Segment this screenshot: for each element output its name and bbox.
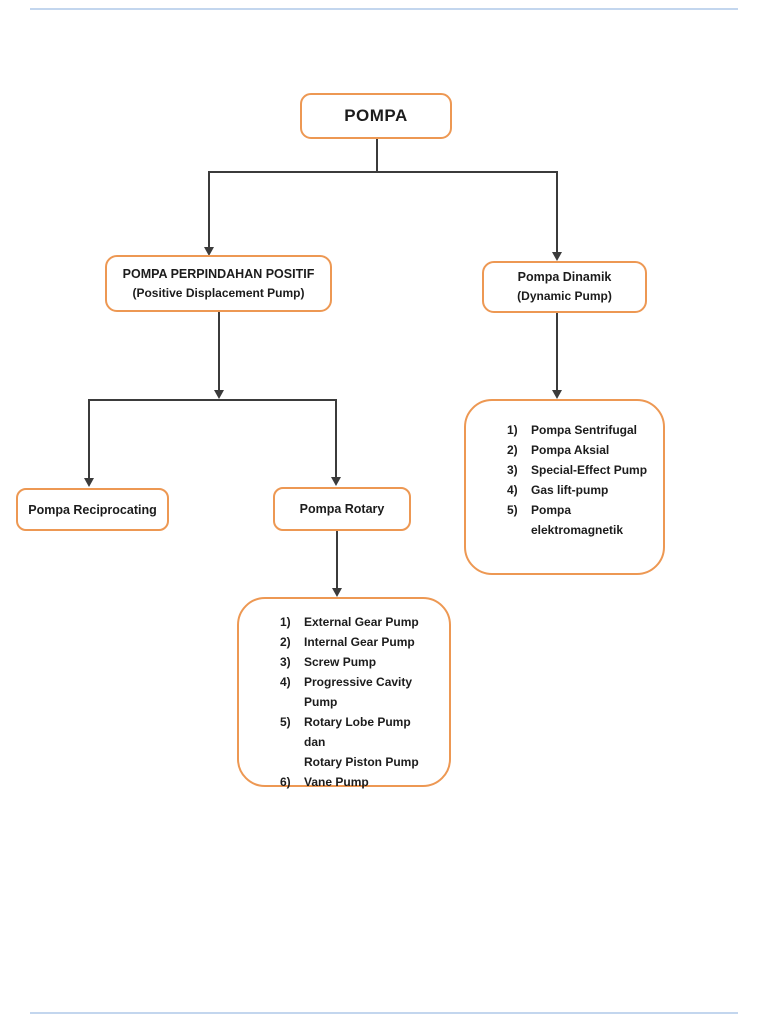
node-rotary-label: Pompa Rotary [299, 502, 385, 516]
page-top-rule [30, 8, 738, 10]
node-dynamic-title: Pompa Dinamik [517, 270, 612, 284]
dynamic-pump-types: 1)Pompa Sentrifugal 2)Pompa Aksial 3)Spe… [507, 420, 653, 540]
connector-to-dynamic [556, 171, 558, 252]
list-item: 2)Pompa Aksial [507, 443, 610, 457]
arrowhead-to-positive [204, 247, 214, 256]
dynamic-pump-types-list: 1)Pompa Sentrifugal 2)Pompa Aksial 3)Spe… [464, 399, 665, 575]
connector-root-down [376, 139, 378, 172]
connector-to-positive [208, 171, 210, 247]
list-item: 2)Internal Gear Pump [280, 635, 415, 649]
list-item: 1)External Gear Pump [280, 615, 419, 629]
connector-rotary-down [336, 531, 338, 588]
node-rotary: Pompa Rotary [273, 487, 411, 531]
list-item: 3)Screw Pump [280, 655, 377, 669]
arrowhead-to-rotary-list [332, 588, 342, 597]
page-bottom-rule [30, 1012, 738, 1014]
node-reciprocating: Pompa Reciprocating [16, 488, 169, 531]
connector-to-reciprocating [88, 399, 90, 478]
connector-to-rotary [335, 399, 337, 477]
list-item: 5)Rotary Lobe Pump dan Rotary Piston Pum… [280, 715, 419, 769]
node-reciprocating-label: Pompa Reciprocating [28, 502, 157, 517]
arrowhead-to-reciprocating [84, 478, 94, 487]
arrowhead-positive-junction [214, 390, 224, 399]
list-item: 6)Vane Pump [280, 775, 369, 789]
node-pompa: POMPA [300, 93, 452, 139]
connector-positive-down [218, 312, 220, 390]
rotary-pump-types-list: 1)External Gear Pump 2)Internal Gear Pum… [237, 597, 451, 789]
rotary-pump-types: 1)External Gear Pump 2)Internal Gear Pum… [280, 612, 433, 792]
node-positive-title: POMPA PERPINDAHAN POSITIF [122, 266, 315, 281]
node-dynamic-pump: Pompa Dinamik (Dynamic Pump) [482, 261, 647, 313]
list-item: 1)Pompa Sentrifugal [507, 423, 638, 437]
node-dynamic-subtitle: (Dynamic Pump) [517, 289, 612, 303]
arrowhead-to-rotary [331, 477, 341, 486]
connector-dynamic-down [556, 313, 558, 390]
arrowhead-to-dynamic-list [552, 390, 562, 399]
node-positive-displacement: POMPA PERPINDAHAN POSITIF (Positive Disp… [105, 255, 332, 312]
node-pompa-label: POMPA [344, 106, 408, 125]
list-item: 5)Pompa elektromagnetik [507, 503, 624, 537]
connector-level1-horizontal [208, 171, 558, 173]
list-item: 4)Gas lift-pump [507, 483, 609, 497]
connector-level2-horizontal [88, 399, 336, 401]
node-positive-subtitle: (Positive Displacement Pump) [132, 285, 305, 300]
arrowhead-to-dynamic [552, 252, 562, 261]
list-item: 3)Special-Effect Pump [507, 463, 648, 477]
list-item: 4)Progressive Cavity Pump [280, 675, 413, 709]
